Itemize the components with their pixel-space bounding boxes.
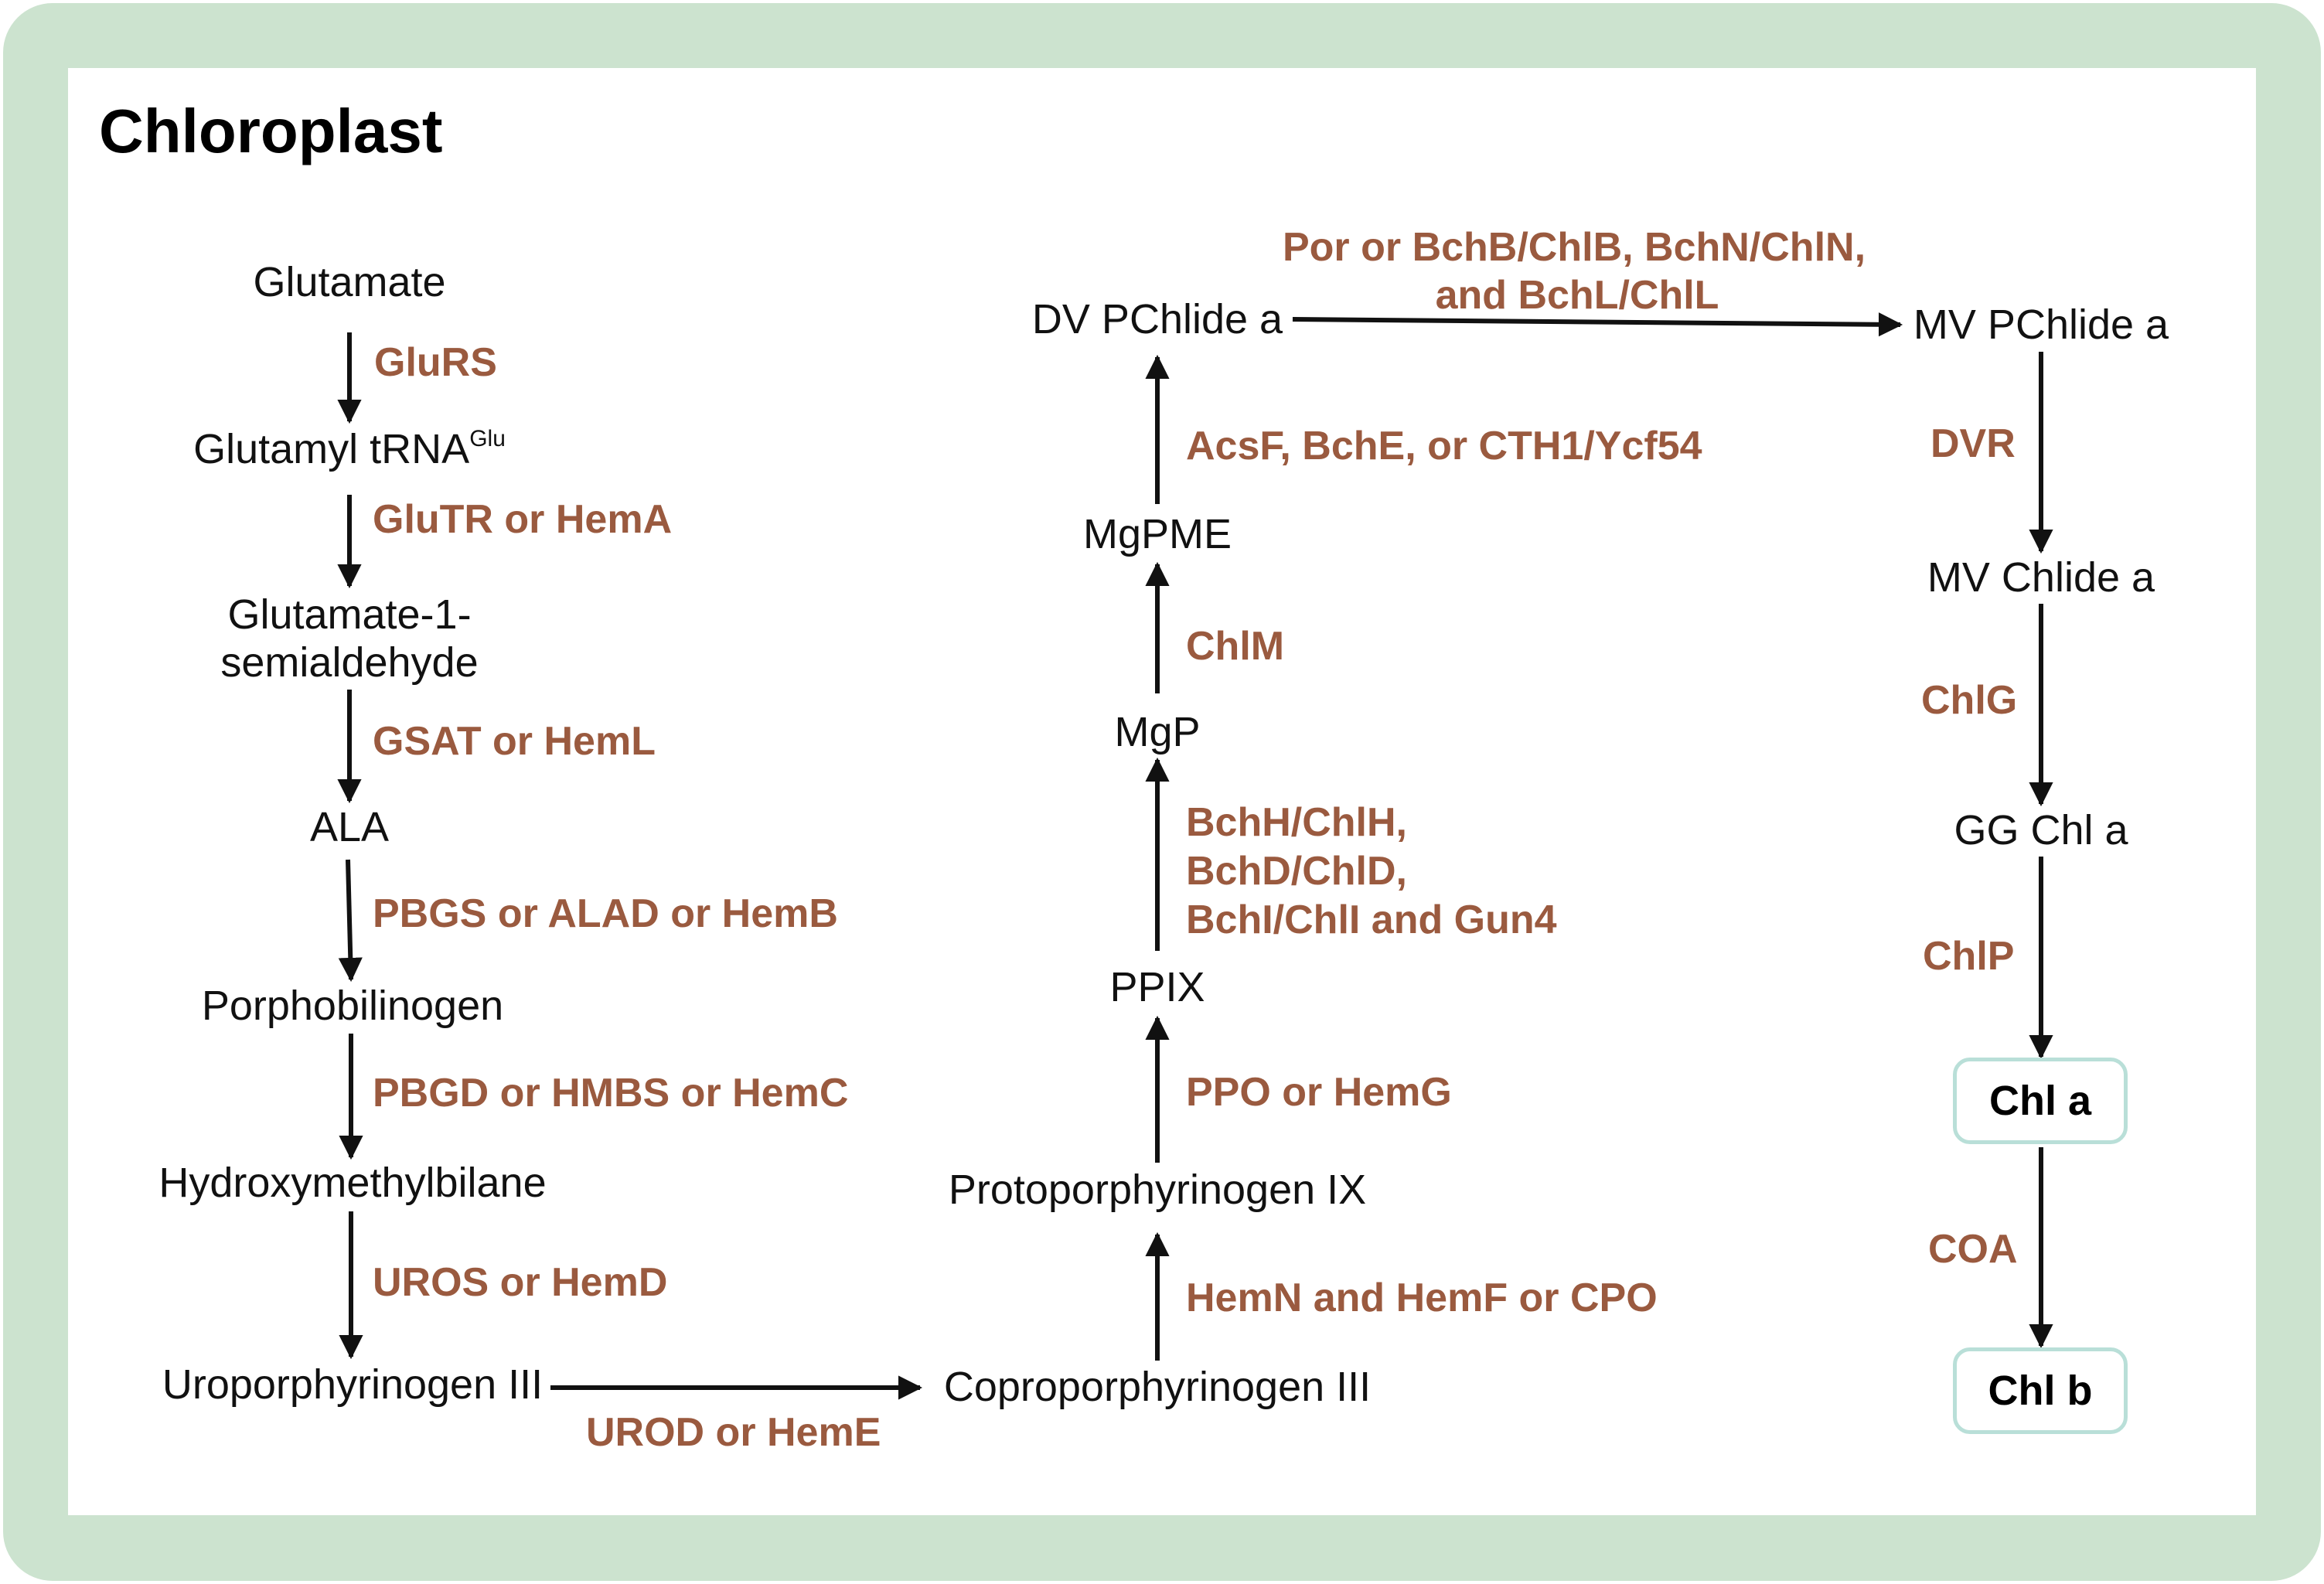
metabolite-glutamate: Glutamate [253, 259, 446, 305]
enzyme-gsat: GSAT or HemL [373, 719, 656, 764]
enzyme-hemn-hemf-cpo: HemN and HemF or CPO [1186, 1276, 1658, 1320]
enzyme-chlm: ChlM [1186, 624, 1285, 669]
metabolite-glutamyl-trna-superscript: Glu [469, 426, 506, 451]
chloroplast-panel [68, 68, 2256, 1515]
metabolite-ppix: PPIX [1109, 964, 1205, 1010]
enzyme-por-line-2: and BchL/ChlL [1435, 273, 1719, 318]
chl-b-label: Chl b [1988, 1368, 2093, 1414]
metabolite-porphobilinogen: Porphobilinogen [201, 983, 504, 1029]
metabolite-gsa-line-1: Glutamate-1- [227, 591, 472, 638]
chl-a-box: Chl a [1953, 1058, 2128, 1144]
enzyme-mg-chelatase-line-2: BchD/ChlD, [1186, 849, 1407, 894]
enzyme-pbgd: PBGD or HMBS or HemC [373, 1071, 849, 1116]
enzyme-urod: UROD or HemE [586, 1410, 881, 1455]
metabolite-gsa-line-2: semialdehyde [220, 639, 479, 686]
metabolite-hydroxymethylbilane: Hydroxymethylbilane [158, 1160, 547, 1206]
enzyme-uros: UROS or HemD [373, 1260, 668, 1305]
enzyme-coa: COA [1928, 1227, 2018, 1272]
metabolite-ala: ALA [309, 804, 390, 850]
compartment-title: Chloroplast [99, 97, 443, 165]
enzyme-dvr: DVR [1930, 421, 2016, 466]
enzyme-chlg: ChlG [1921, 678, 2018, 723]
metabolite-glutamyl-trna-label: Glutamyl tRNA [193, 426, 470, 472]
metabolite-mv-pchlide-a: MV PChlide a [1913, 301, 2169, 348]
enzyme-glurs: GluRS [374, 340, 497, 385]
arrow-ala-to-porphobilinogen [338, 859, 363, 983]
enzyme-por-line-1: Por or BchB/ChlB, BchN/ChlN, [1282, 225, 1866, 270]
enzyme-ppo: PPO or HemG [1186, 1070, 1452, 1115]
metabolite-gg-chl-a: GG Chl a [1954, 807, 2128, 853]
metabolite-coproporphyrinogen-iii: Coproporphyrinogen III [943, 1364, 1372, 1410]
metabolite-glutamyl-trna: Glutamyl tRNAGlu [193, 426, 506, 472]
enzyme-pbgs: PBGS or ALAD or HemB [373, 891, 838, 936]
enzyme-mg-chelatase-line-1: BchH/ChlH, [1186, 800, 1407, 845]
enzyme-chlp: ChlP [1923, 934, 2015, 979]
chl-a-label: Chl a [1988, 1078, 2092, 1124]
arrow-dv-pchlide-to-mv-pchlide [1292, 312, 1903, 337]
metabolite-mgp: MgP [1114, 709, 1201, 755]
metabolite-protoporphyrinogen-ix: Protoporphyrinogen IX [948, 1167, 1367, 1213]
metabolite-dv-pchlide-a: DV PChlide a [1031, 296, 1283, 342]
chl-b-box: Chl b [1953, 1347, 2128, 1434]
enzyme-glutr: GluTR or HemA [373, 497, 673, 542]
metabolite-mv-chlide-a: MV Chlide a [1927, 554, 2155, 601]
metabolite-uroporphyrinogen-iii: Uroporphyrinogen III [162, 1361, 544, 1408]
metabolite-mgpme: MgPME [1082, 511, 1232, 557]
enzyme-cyclase: AcsF, BchE, or CTH1/Ycf54 [1186, 424, 1702, 468]
enzyme-mg-chelatase-line-3: BchI/ChlI and Gun4 [1186, 898, 1557, 942]
